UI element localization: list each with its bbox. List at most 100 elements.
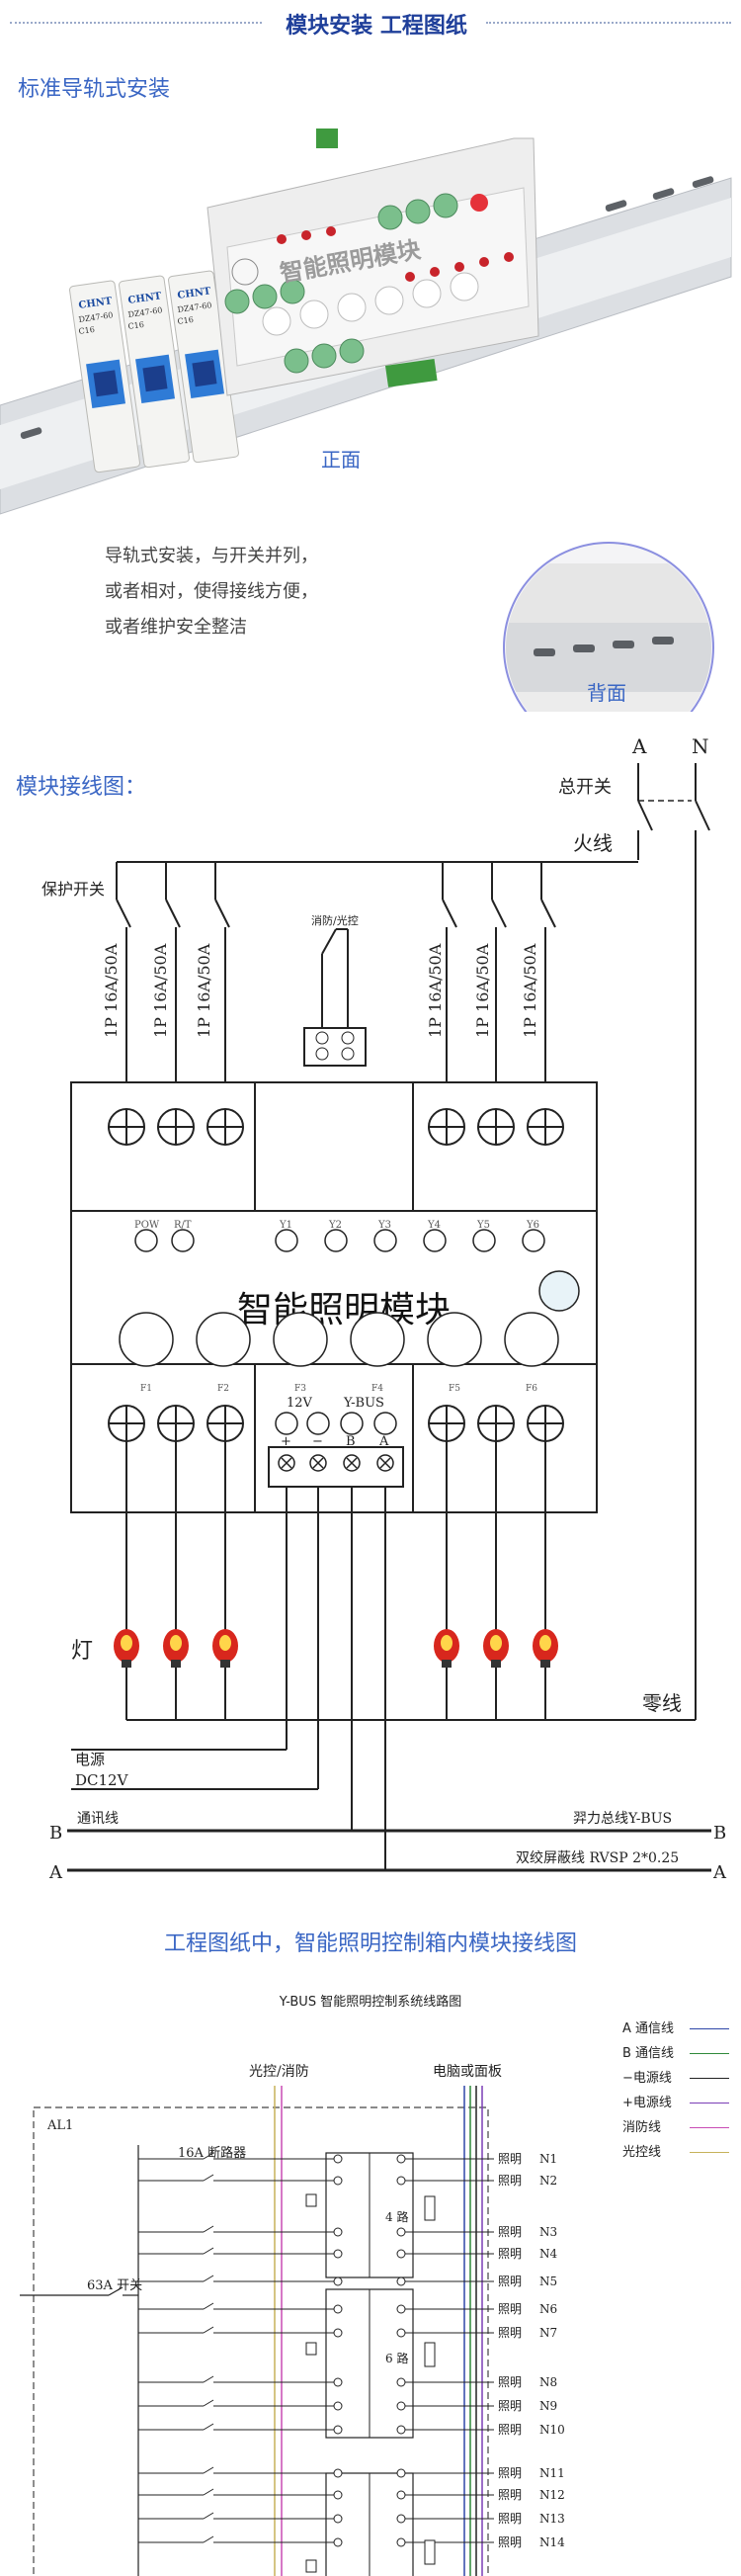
legend-label: B 通信线 bbox=[622, 2046, 675, 2061]
breaker-contact bbox=[203, 2512, 214, 2520]
legend-swatch bbox=[690, 2127, 729, 2128]
lighting-label: 照明 bbox=[498, 2247, 522, 2261]
lighting-label: 照明 bbox=[498, 2399, 522, 2413]
terminal bbox=[333, 2537, 343, 2547]
bottom-terminal-crosses bbox=[109, 1406, 563, 1441]
fire-control-label: 消防/光控 bbox=[311, 913, 359, 927]
lighting-label: 照明 bbox=[498, 2375, 522, 2389]
terminal bbox=[396, 2425, 406, 2435]
breaker-contact bbox=[203, 2326, 214, 2334]
control-box bbox=[33, 2106, 489, 2576]
wiring-diagram: A N 总开关 火线 保护开关 1P 16A/50A 1P 16A/50A 1P… bbox=[41, 734, 727, 1883]
module-title: 智能照明模块 bbox=[237, 1290, 451, 1331]
live-wire-label: 火线 bbox=[573, 831, 613, 855]
rt-label: R/T bbox=[174, 1220, 192, 1231]
circuit-id: N7 bbox=[539, 2326, 557, 2340]
lighting-label: 照明 bbox=[498, 2512, 522, 2526]
terminal bbox=[396, 2249, 406, 2259]
protect-switch-label: 保护开关 bbox=[41, 880, 105, 899]
lamp-wires bbox=[125, 1441, 696, 1721]
circuit-id: N1 bbox=[539, 2152, 557, 2166]
breaker-right-3: 1P 16A/50A bbox=[521, 943, 539, 1038]
desc-line-1: 导轨式安装，与开关并列， bbox=[105, 546, 318, 566]
f-label: F6 bbox=[526, 1384, 537, 1394]
lighting-label: 照明 bbox=[498, 2302, 522, 2316]
minus-label: − bbox=[312, 1434, 323, 1449]
breaker-brand-2: CHNT bbox=[127, 291, 163, 306]
engineering-diagram: 光控/消防 电脑或面板 AL1 16A 断路器 63A 开关 4 路 6 路 照… bbox=[20, 2064, 565, 2576]
lighting-label: 照明 bbox=[498, 2152, 522, 2166]
neutral-label: 零线 bbox=[642, 1691, 682, 1715]
manual-keys bbox=[119, 1312, 559, 1367]
y-label: Y6 bbox=[526, 1220, 539, 1231]
section-header: 模块安装 工程图纸 bbox=[0, 0, 741, 49]
lighting-label: 照明 bbox=[498, 2535, 522, 2549]
breaker-contact bbox=[203, 2488, 214, 2496]
breaker-brand-3: CHNT bbox=[177, 286, 212, 301]
bus-name-label: 羿力总线Y-BUS bbox=[573, 1811, 672, 1827]
breaker-contact bbox=[203, 2375, 214, 2383]
lighting-label: 照明 bbox=[498, 2225, 522, 2239]
legend-swatch bbox=[690, 2152, 729, 2153]
legend-swatch bbox=[690, 2103, 729, 2104]
terminal bbox=[396, 2377, 406, 2387]
terminal bbox=[333, 2468, 343, 2478]
install-description: 导轨式安装，与开关并列， 或者相对，使得接线方便， 或者维护安全整洁 bbox=[105, 539, 318, 645]
circuit-id: N8 bbox=[539, 2375, 557, 2389]
terminal bbox=[396, 2276, 406, 2286]
breaker16-label: 16A 断路器 bbox=[178, 2145, 246, 2161]
terminal bbox=[396, 2328, 406, 2338]
plus-label: + bbox=[281, 1434, 291, 1449]
lighting-label: 照明 bbox=[498, 2174, 522, 2188]
terminal bbox=[333, 2514, 343, 2524]
supply-n-label: N bbox=[692, 734, 709, 758]
main-switch-label: 总开关 bbox=[558, 777, 612, 798]
module-4way-label: 4 路 bbox=[385, 2209, 408, 2224]
y-label: Y2 bbox=[328, 1220, 342, 1231]
f-label: F3 bbox=[294, 1384, 306, 1394]
y-label: Y4 bbox=[427, 1220, 441, 1231]
circuit-id: N13 bbox=[539, 2512, 565, 2526]
lighting-label: 照明 bbox=[498, 2326, 522, 2340]
breaker-left-1: 1P 16A/50A bbox=[102, 943, 121, 1038]
legend-swatch bbox=[690, 2078, 729, 2079]
breaker-left-3: 1P 16A/50A bbox=[195, 943, 213, 1038]
circuit-id: N2 bbox=[539, 2174, 557, 2188]
legend-swatch bbox=[690, 2053, 729, 2054]
terminal bbox=[333, 2249, 343, 2259]
bus-b-left: B bbox=[49, 1823, 62, 1844]
terminal bbox=[396, 2468, 406, 2478]
desc-line-2: 或者相对，使得接线方便， bbox=[105, 581, 318, 602]
breaker-contact bbox=[203, 2535, 214, 2543]
breaker-contact bbox=[203, 2275, 214, 2282]
terminal bbox=[396, 2490, 406, 2500]
terminal bbox=[396, 2537, 406, 2547]
wiring-heading: 模块接线图： bbox=[16, 775, 147, 800]
breaker-right-1: 1P 16A/50A bbox=[426, 943, 445, 1038]
circuit-id: N10 bbox=[539, 2423, 565, 2437]
legend-item: −电源线 bbox=[622, 2066, 729, 2091]
y-label: Y3 bbox=[377, 1220, 391, 1231]
terminal bbox=[333, 2154, 343, 2164]
terminal bbox=[333, 2425, 343, 2435]
legend-item: +电源线 bbox=[622, 2091, 729, 2115]
bus-a-left: A bbox=[48, 1862, 63, 1883]
legend-item: 光控线 bbox=[622, 2140, 729, 2165]
terminal bbox=[396, 2227, 406, 2237]
bus-b-right: B bbox=[713, 1823, 726, 1844]
terminal bbox=[333, 2304, 343, 2314]
breaker-contact bbox=[203, 2225, 214, 2233]
terminal bbox=[396, 2304, 406, 2314]
legend-label: 消防线 bbox=[622, 2120, 662, 2135]
module-status-light bbox=[538, 1270, 580, 1312]
terminal bbox=[333, 2276, 343, 2286]
engineering-heading: 工程图纸中，智能照明控制箱内模块接线图 bbox=[163, 1932, 577, 1956]
breaker-contact bbox=[203, 2247, 214, 2255]
a-terminal-label: A bbox=[378, 1434, 389, 1449]
terminal bbox=[333, 2490, 343, 2500]
module-6way bbox=[325, 2288, 414, 2439]
